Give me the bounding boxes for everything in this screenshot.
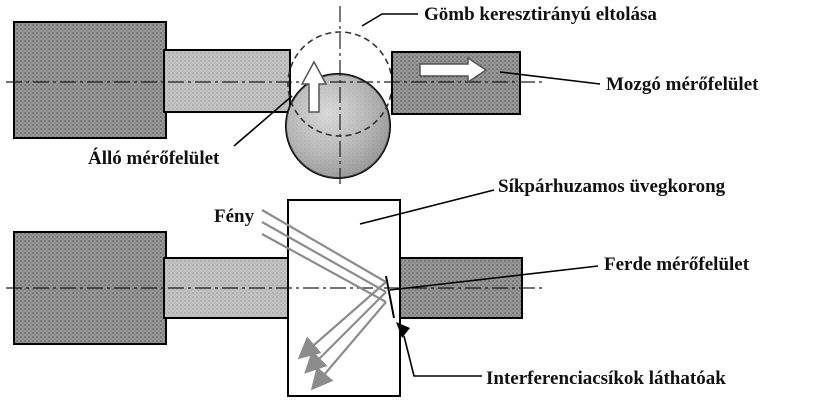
top-left-spindle	[163, 49, 291, 113]
leader-sphere-shift	[361, 13, 418, 27]
top-left-large-shaft	[13, 21, 167, 139]
light-rays	[261, 209, 387, 391]
label-oblique-surface: Ferde mérőfelület	[604, 254, 750, 275]
label-sphere-shift: Gömb keresztirányú eltolása	[424, 4, 657, 25]
leader-oblique-surface	[389, 265, 599, 291]
label-light: Fény	[214, 206, 255, 227]
leader-interference	[403, 335, 482, 377]
leader-moving-surface	[499, 71, 601, 85]
interference-arrow-head	[396, 322, 410, 338]
measuring-sphere-texture	[286, 74, 390, 178]
leader-glass-disc	[359, 189, 495, 225]
label-interference: Interferenciacsíkok láthatóak	[486, 368, 726, 389]
up-arrow-icon	[300, 60, 328, 113]
bottom-assembly	[6, 189, 599, 397]
label-moving-surface: Mozgó mérőfelület	[606, 74, 759, 95]
leader-fixed-surface	[233, 95, 293, 147]
oblique-measuring-face	[385, 275, 395, 319]
label-glass-disc: Síkpárhuzamos üvegkorong	[498, 176, 726, 197]
plane-parallel-glass-disc	[287, 199, 401, 397]
top-right-moving-spindle	[391, 51, 521, 115]
top-assembly	[6, 6, 601, 186]
right-arrow-icon	[419, 56, 488, 84]
label-fixed-surface: Álló mérőfelület	[88, 147, 220, 169]
